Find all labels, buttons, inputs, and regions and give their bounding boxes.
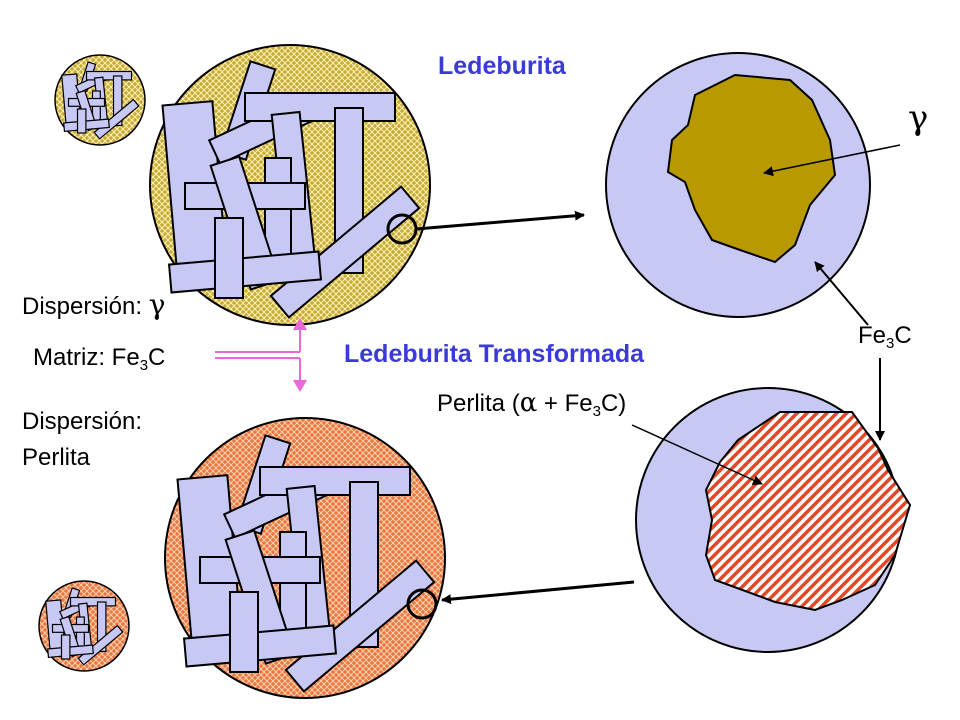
fe3c-pointer-arrow-top bbox=[814, 261, 869, 326]
perlita-prefix: Perlita ( bbox=[437, 390, 520, 417]
label-perlita: Perlita (α + Fe3C) bbox=[437, 388, 627, 420]
perlita-suffix: C) bbox=[600, 390, 627, 417]
gamma-symbol: γ bbox=[148, 288, 166, 321]
subscript-3: 3 bbox=[886, 335, 895, 352]
fe3c-c: C bbox=[894, 322, 912, 349]
label-dispersion-gamma: Dispersión: γ bbox=[22, 288, 165, 321]
matriz-c: C bbox=[148, 344, 166, 371]
ledeburite-thumbnail bbox=[54, 54, 146, 146]
austenite-grain-zoom bbox=[605, 52, 871, 318]
pearlite-grain-zoom bbox=[635, 387, 912, 653]
subscript-3: 3 bbox=[592, 403, 601, 420]
label-dispersion-perlita: Dispersión: Perlita bbox=[22, 404, 142, 476]
label-gamma-phase: γ bbox=[908, 98, 929, 138]
magnify-marker bbox=[406, 588, 438, 620]
austenite-grain bbox=[666, 73, 837, 264]
label-matriz-fe3c: Matriz: Fe3C bbox=[33, 344, 166, 374]
zoom-arrow-bottom bbox=[441, 580, 635, 605]
matriz-text: Matriz: Fe bbox=[33, 344, 140, 371]
dispersion-prefix: Dispersión: bbox=[22, 293, 143, 320]
fe3c-fe: Fe bbox=[858, 322, 887, 349]
perlita-mid: + Fe bbox=[537, 390, 593, 417]
transformed-ledeburite-thumbnail bbox=[38, 580, 130, 672]
title-ledeburita-transformada: Ledeburita Transformada bbox=[344, 340, 645, 368]
alpha-symbol: α bbox=[519, 388, 538, 418]
dispersion-line1: Dispersión: bbox=[22, 408, 143, 435]
ledeburite-micrograph bbox=[149, 44, 431, 326]
title-ledeburita: Ledeburita bbox=[438, 52, 566, 80]
transformed-ledeburite-micrograph bbox=[164, 417, 446, 699]
transformation-connector bbox=[215, 318, 307, 392]
label-fe3c: Fe3C bbox=[858, 322, 912, 352]
zoom-arrow-top bbox=[415, 210, 585, 231]
gamma-pointer-arrow bbox=[763, 144, 901, 177]
subscript-3: 3 bbox=[139, 357, 149, 374]
perlite-pointer-arrow bbox=[631, 424, 763, 485]
dispersion-line2: Perlita bbox=[22, 444, 91, 471]
pearlite-grain bbox=[704, 411, 912, 612]
